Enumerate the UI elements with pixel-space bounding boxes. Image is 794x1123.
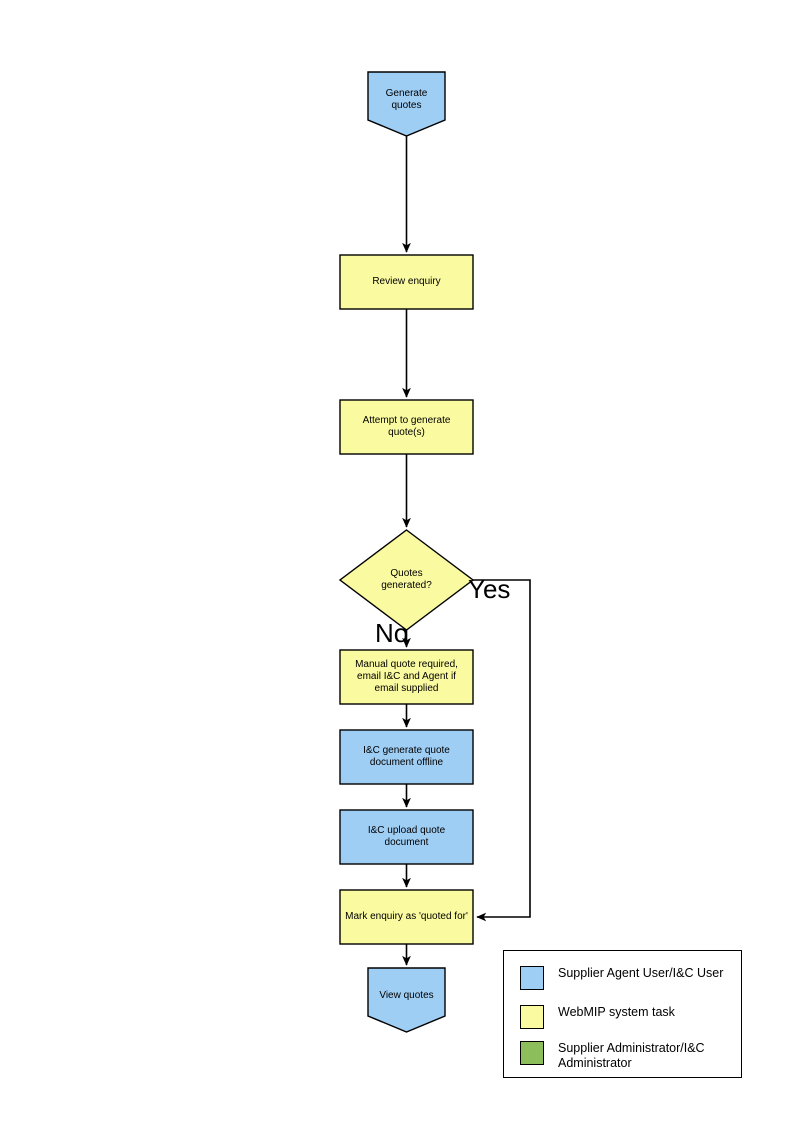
node-attempt-generate-quotes[interactable] [339, 399, 474, 455]
legend-label-user-task: Supplier Agent User/I&C User [558, 966, 724, 980]
node-mark-enquiry-quoted-for[interactable] [339, 889, 474, 945]
legend-item-admin-task: Supplier Administrator/I&C Administrator [520, 1041, 705, 1071]
legend-item-user-task: Supplier Agent User/I&C User [520, 966, 723, 990]
legend-label-admin-task: Supplier Administrator/I&C Administrator [558, 1041, 705, 1070]
edge-label-yes: Yes [468, 574, 511, 604]
node-quotes-generated-decision[interactable] [338, 529, 475, 631]
node-manual-quote-required[interactable] [339, 649, 474, 705]
legend-item-system-task: WebMIP system task [520, 1005, 675, 1029]
node-generate-quotes[interactable] [367, 71, 446, 137]
node-ic-generate-quote-offline[interactable] [339, 729, 474, 785]
legend: Supplier Agent User/I&C User WebMIP syst… [503, 950, 742, 1078]
legend-swatch-system-task [520, 1005, 544, 1029]
node-view-quotes[interactable] [367, 967, 446, 1033]
edge-label-no: No [375, 618, 409, 648]
legend-label-system-task: WebMIP system task [558, 1005, 675, 1019]
node-review-enquiry[interactable] [339, 254, 474, 310]
connector-decision-yes-to-mark [473, 579, 531, 922]
legend-swatch-admin-task [520, 1041, 544, 1065]
legend-swatch-user-task [520, 966, 544, 990]
node-ic-upload-quote-document[interactable] [339, 809, 474, 865]
